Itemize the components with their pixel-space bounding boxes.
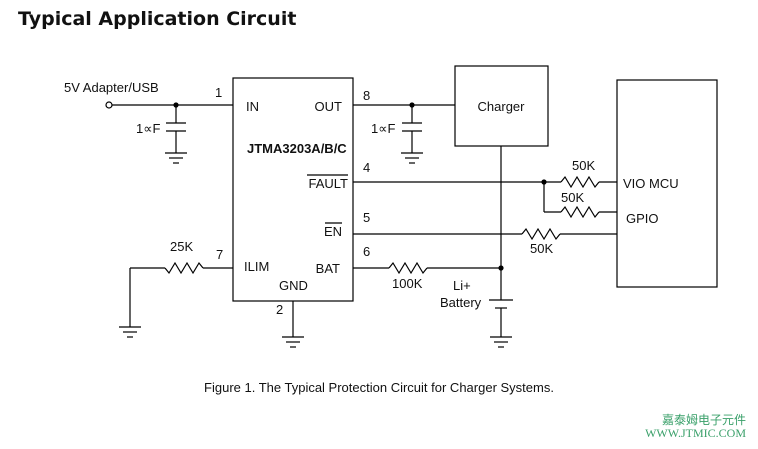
pin-in-label: IN [246,99,259,114]
ic-part-number: JTMA3203A/B/C [247,141,347,156]
charger-label: Charger [478,99,526,114]
cap-out-label: 1∝F [371,121,396,136]
resistor-ilim-value: 25K [170,239,193,254]
adapter-label: 5V Adapter/USB [64,80,159,95]
pin-bat-number: 6 [363,244,370,259]
vio-mcu-label: VIO MCU [623,176,679,191]
battery-label-line1: Li+ [453,278,471,293]
pin-en-label: EN [324,224,342,239]
cap-in-label: 1∝F [136,121,161,136]
resistor-fault-gpio-value: 50K [561,190,584,205]
resistor-fault-pullup-value: 50K [572,158,595,173]
pin-out-number: 8 [363,88,370,103]
charger-block [454,65,549,147]
pin-bat-label: BAT [316,261,340,276]
page-heading: Typical Application Circuit [18,8,297,30]
pin-gnd-label: GND [279,278,308,293]
pin-out-label: OUT [315,99,343,114]
adapter-terminal [105,101,113,109]
ground-icon [490,336,512,348]
mcu-block [616,79,718,288]
battery-label-line2: Battery [440,295,482,310]
resistor-en-value: 50K [530,241,553,256]
resistor-fault-gpio [560,205,600,219]
pin-ilim-number: 7 [216,247,223,262]
resistor-ilim [164,261,204,275]
figure-caption: Figure 1. The Typical Protection Circuit… [204,380,554,395]
pin-fault-number: 4 [363,160,370,175]
ground-icon [282,336,304,348]
node-battery [498,265,504,271]
pin-fault-label: FAULT [309,176,349,191]
pin-en-number: 5 [363,210,370,225]
resistor-bat-value: 100K [392,276,423,291]
watermark-line2: WWW.JTMIC.COM [645,426,746,440]
pin-ilim-label: ILIM [244,259,269,274]
ground-icon [119,326,141,338]
ground-icon [165,152,187,164]
ground-icon [401,152,423,164]
ic-body [232,77,354,302]
gpio-label: GPIO [626,211,659,226]
resistor-bat [388,261,428,275]
watermark-line1: 嘉泰姆电子元件 [661,413,746,427]
pin-gnd-number: 2 [276,302,283,317]
pin-in-number: 1 [215,85,222,100]
resistor-en [521,227,561,241]
resistor-fault-pullup [560,175,600,189]
